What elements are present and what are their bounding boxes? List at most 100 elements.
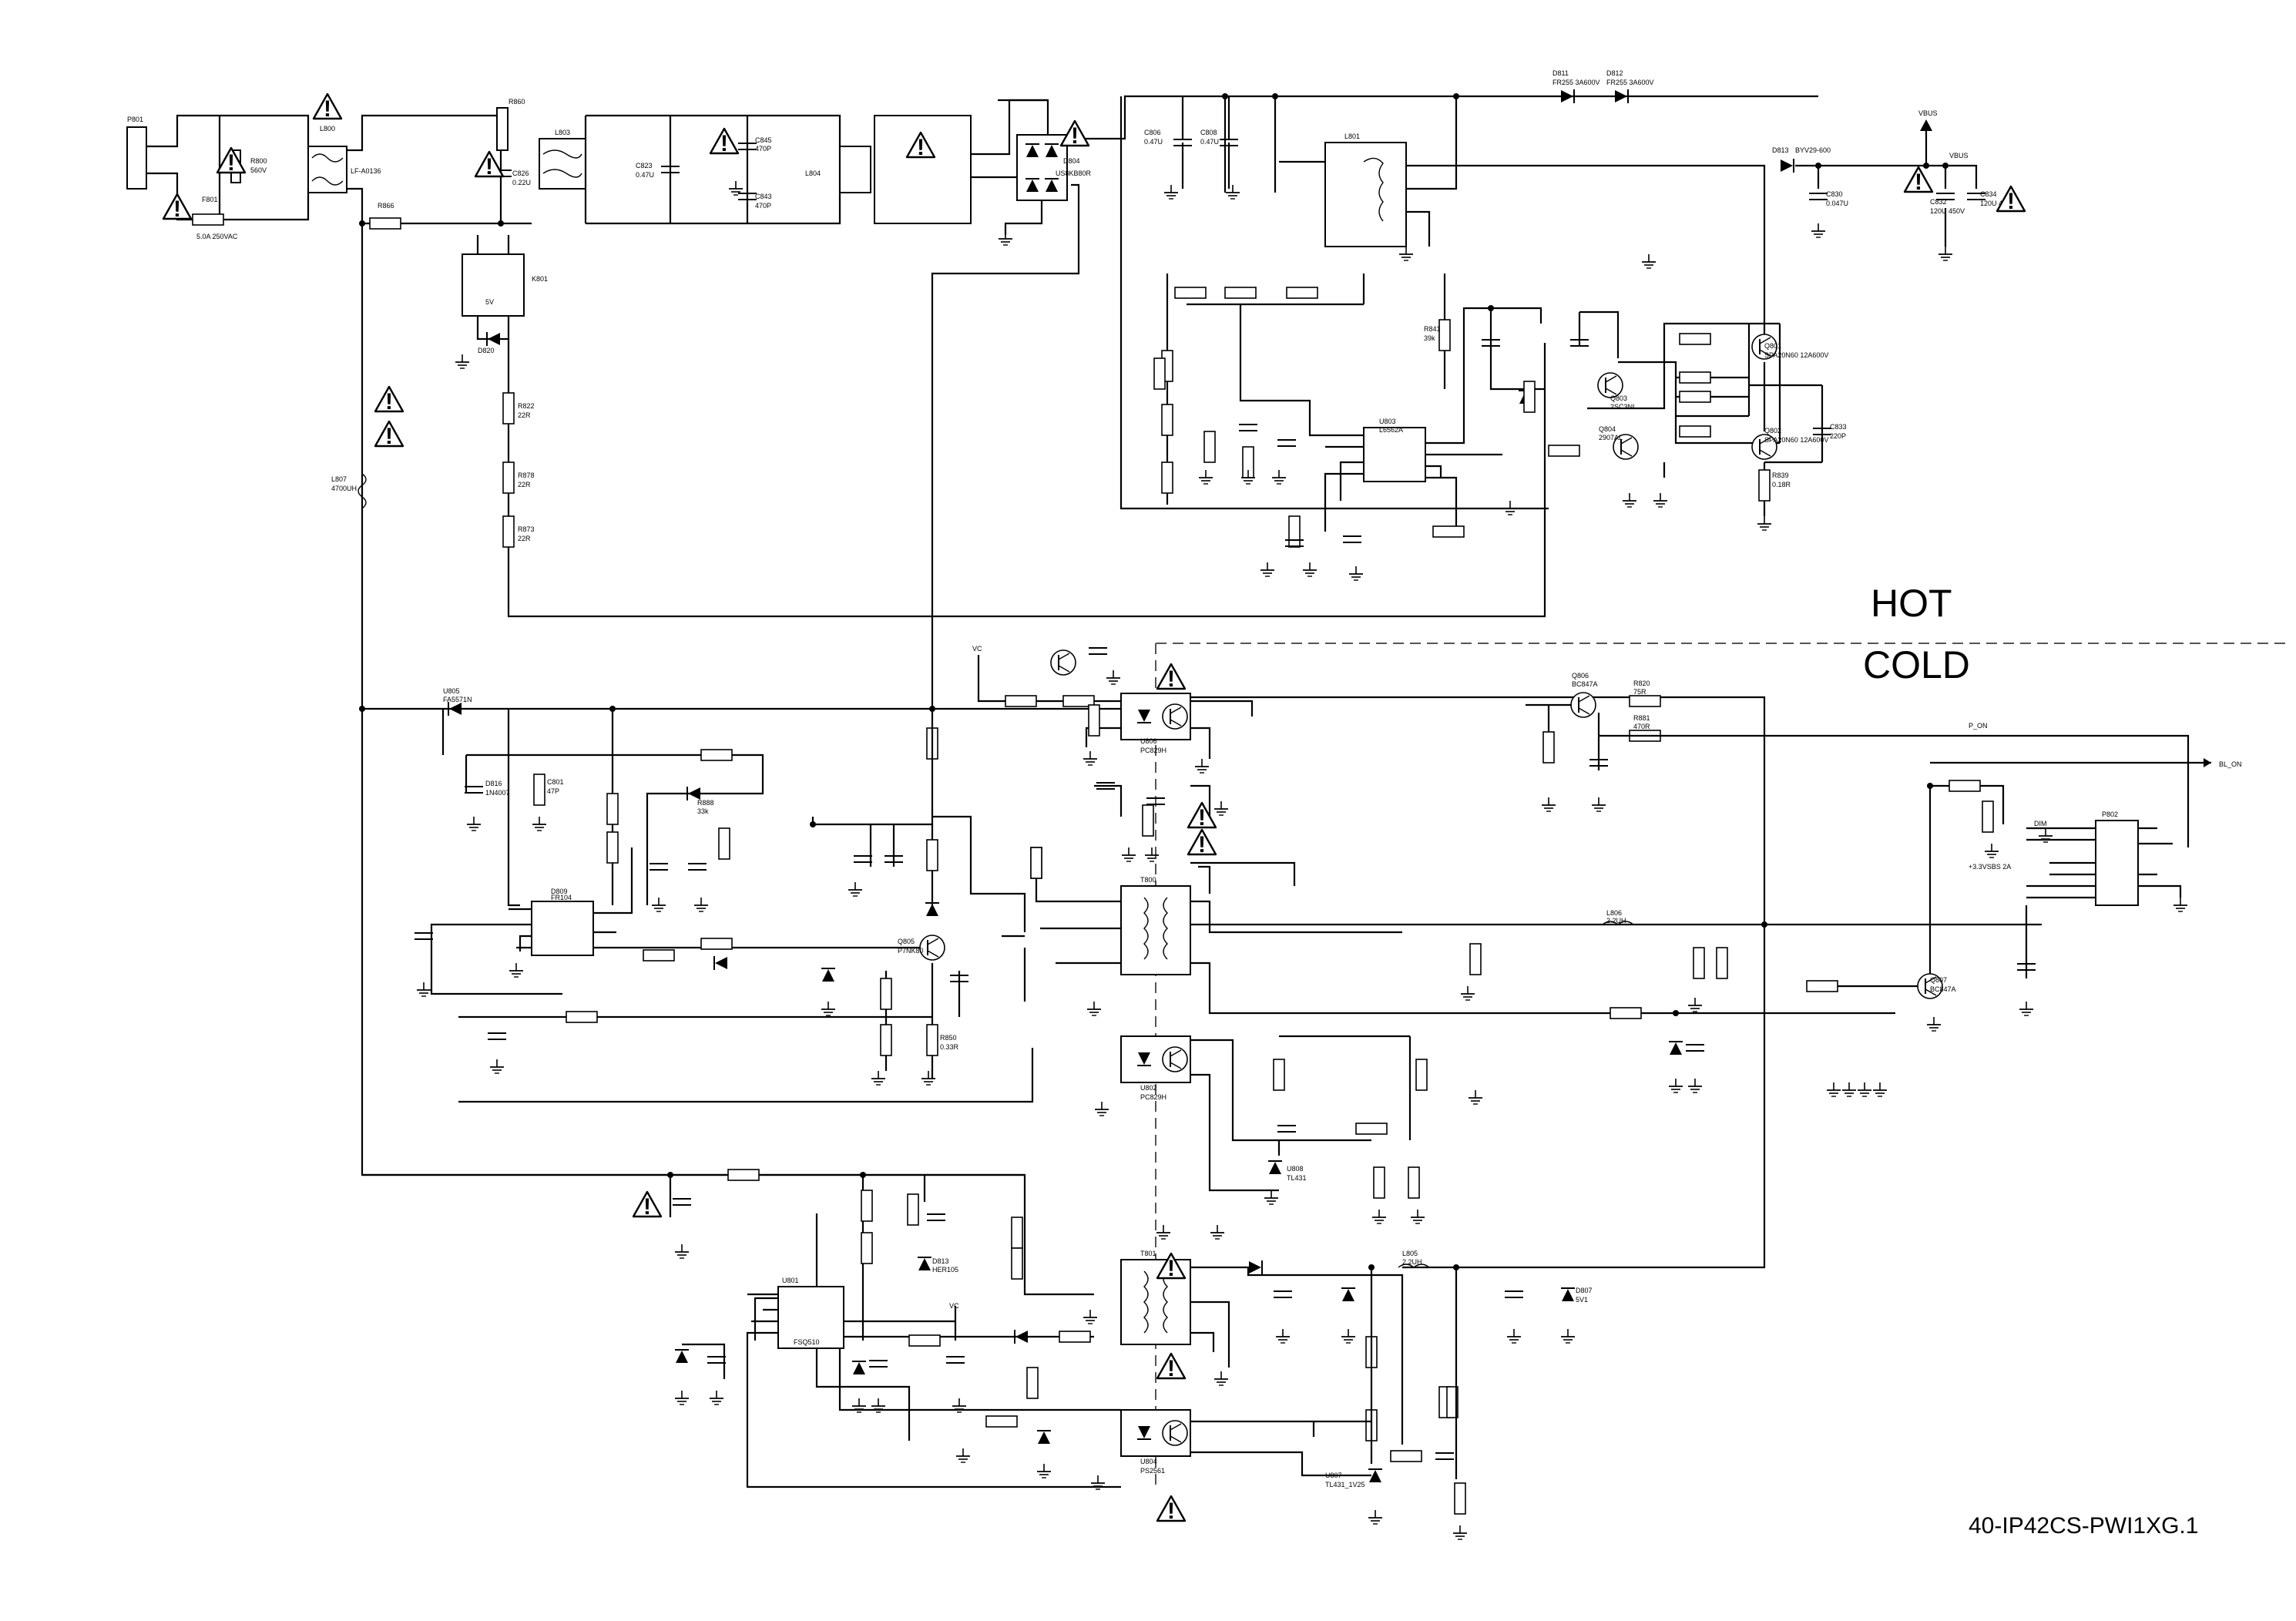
value-c843: 470P	[755, 202, 771, 210]
value-f801: 5.0A 250VAC	[196, 233, 238, 240]
net-bl-on: BL_ON	[2219, 760, 2242, 768]
label-l805: L805	[1402, 1250, 1418, 1257]
label-c833: C833	[1830, 423, 1847, 431]
label-c845: C845	[755, 136, 772, 144]
value-d812: FR255 3A600V	[1606, 79, 1654, 86]
label-p801: P801	[127, 116, 143, 123]
value-q807: BC847A	[1930, 985, 1956, 993]
label-u803: U803	[1379, 418, 1396, 425]
net-vbus: VBUS	[1949, 152, 1969, 159]
warning-icon	[1187, 801, 1217, 832]
label-c830: C830	[1826, 190, 1843, 198]
value-q802: SPA20N60 12A600V	[1764, 436, 1828, 444]
value-u803: L6562A	[1379, 426, 1403, 434]
label-r839: R839	[1772, 472, 1789, 479]
label-q804: Q804	[1599, 425, 1616, 433]
main-converter-stage: U805 FA5571N D816 1N4007 C801 47P R888 3…	[361, 370, 1190, 1176]
value-r820: 75R	[1633, 688, 1646, 696]
label-q807: Q807	[1930, 976, 1947, 984]
value-u808: TL431	[1287, 1174, 1307, 1182]
label-c806: C806	[1144, 129, 1161, 136]
label-c832: C832	[1930, 198, 1947, 206]
net-3v3-standby: +3.3VSBS 2A	[1969, 863, 2011, 871]
standby-stage: U801 FSQ510 D813 HER105 VC	[362, 1169, 1593, 1540]
value-c808: 0.47U	[1200, 138, 1219, 146]
value-r800: 560V	[250, 166, 267, 174]
value-c830: 0.047U	[1826, 200, 1848, 207]
warning-icon	[1156, 1352, 1187, 1383]
label-d811: D811	[1552, 69, 1569, 77]
warning-icon	[1187, 828, 1217, 859]
value-d804: US8KB80R	[1056, 169, 1092, 177]
value-q804: 2907AL	[1599, 434, 1623, 441]
net-vc-top: VC	[972, 645, 982, 653]
label-r841: R841	[1424, 325, 1441, 333]
value-r873: 22R	[518, 535, 531, 542]
label-c843: C843	[755, 193, 772, 200]
value-c826: 0.22U	[512, 179, 531, 186]
label-l807: L807	[331, 475, 347, 483]
label-r888: C801	[547, 778, 564, 786]
label-d804: D804	[1063, 157, 1080, 165]
label-q801: Q801	[1764, 342, 1781, 350]
warning-icon	[1903, 166, 1934, 196]
value-d809: 33k	[697, 807, 709, 815]
value-c834: 120U 450V	[1980, 200, 2015, 207]
label-q806: Q806	[1572, 672, 1589, 680]
label-k801: K801	[532, 275, 548, 283]
label-r881: R881	[1633, 714, 1650, 722]
value-c806: 0.47U	[1144, 138, 1163, 146]
label-p802: P802	[2102, 810, 2118, 818]
warning-icon	[632, 1190, 663, 1221]
value-d807: 5V1	[1576, 1296, 1588, 1304]
label-d809: R888	[697, 799, 714, 807]
pfc-stage: C806 0.47U C808 0.47U D811 FR255 3A600V …	[331, 69, 2015, 709]
label-r873: R873	[518, 525, 535, 533]
value-l800: LF-A0136	[351, 167, 381, 175]
value-r881: 470R	[1633, 723, 1650, 730]
value-r841: 39k	[1424, 334, 1435, 342]
label-l806: L806	[1606, 909, 1622, 917]
value-k801: 5V	[485, 298, 494, 306]
value-d813-pfc: BYV29-600	[1795, 146, 1831, 154]
label-q803: Q803	[1610, 394, 1627, 402]
value-r878: 22R	[518, 481, 531, 488]
value-r822: 22R	[518, 411, 531, 419]
value-q803: 2SC3NL	[1610, 403, 1636, 411]
value-u804: PS2561	[1140, 1467, 1165, 1475]
label-u802: U802	[1140, 1084, 1157, 1092]
label-l801: L801	[1344, 133, 1360, 140]
label-r820: R820	[1633, 680, 1650, 687]
label-d807: D807	[1576, 1287, 1593, 1294]
value-q806: BC847A	[1572, 680, 1598, 688]
label-d813-stby: D813	[932, 1257, 949, 1265]
label-d812: D812	[1606, 69, 1623, 77]
value-u807: TL431_1V25	[1325, 1481, 1365, 1488]
label-q805: Q805	[898, 938, 915, 945]
value-r839: 0.18R	[1772, 481, 1791, 488]
label-r878: R878	[518, 472, 535, 479]
label-c823: C823	[636, 162, 653, 169]
secondary-outputs: Q806 BC847A R820 75R R881 470R P_ON BL_O…	[1190, 253, 2242, 1269]
net-dim: DIM	[2034, 820, 2047, 827]
warning-icon	[312, 92, 343, 123]
value-l805: 2.2UH	[1402, 1258, 1422, 1266]
isolation-stage: U806 PC829H U802 PC829H T800 T801 U804 P…	[972, 645, 1254, 1490]
hot-side-label: HOT	[1871, 582, 1952, 625]
value-u801: FSQ510	[794, 1338, 820, 1346]
safety-warning-markers	[162, 92, 2026, 1525]
warning-icon	[374, 385, 404, 416]
label-l804: L804	[805, 169, 821, 177]
warning-icon	[162, 193, 193, 223]
junction-dots	[359, 93, 1949, 1270]
value-l806: 2.2UH	[1606, 917, 1626, 925]
label-d820: D820	[478, 347, 495, 354]
value-c845: 470P	[755, 145, 771, 153]
warning-icon	[709, 127, 740, 158]
label-u801: U801	[782, 1277, 799, 1284]
label-u805: D809	[551, 888, 568, 895]
value-d816: FA5571N	[443, 696, 472, 703]
label-q802: Q802	[1764, 427, 1781, 435]
value-c833: 220P	[1830, 432, 1846, 440]
